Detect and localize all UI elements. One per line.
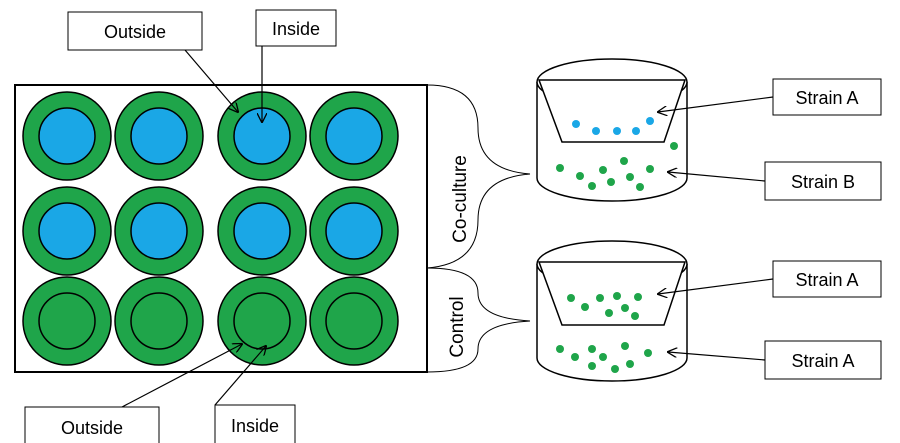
- strain-b-box: [764, 161, 882, 201]
- strain-a-label-2: Strain A: [795, 270, 858, 290]
- well-inner-circle: [38, 107, 96, 165]
- outside-top-label: Outside: [104, 22, 166, 42]
- well-inner-circle: [130, 107, 188, 165]
- strain-b-arrow: [668, 172, 766, 182]
- strain-a-arrow-3: [668, 352, 766, 361]
- inner-strain-a-dots: [567, 292, 642, 320]
- outside-bottom-label: Outside: [61, 418, 123, 438]
- coculture-vessel: [536, 58, 688, 202]
- well-inner-circle: [38, 202, 96, 260]
- well-inner-circle: [325, 292, 383, 350]
- outer-strain-b-dots: [556, 142, 678, 191]
- outside-top-box: [67, 11, 203, 51]
- well-inner-circle: [233, 202, 291, 260]
- coculture-bracket: [426, 84, 531, 269]
- outside-bottom-arrow: [121, 344, 242, 408]
- inside-bottom-box: [214, 404, 296, 443]
- well-inner-circle: [233, 292, 291, 350]
- strain-a-arrow-1: [658, 96, 774, 112]
- control-label: Control: [447, 296, 468, 357]
- control-vessel: [536, 240, 688, 382]
- well-inner-circle: [325, 107, 383, 165]
- outside-top-arrow: [184, 49, 238, 112]
- outer-strain-a-dots: [556, 342, 652, 373]
- coculture-label: Co-culture: [450, 155, 471, 243]
- outside-bottom-box: [24, 406, 160, 443]
- insert-basket: [537, 261, 687, 326]
- inside-bottom-arrow: [214, 346, 266, 406]
- strain-a-arrow-2: [658, 278, 774, 294]
- inside-top-label: Inside: [272, 19, 320, 39]
- inside-top-box: [255, 9, 337, 47]
- well-inner-circle: [325, 202, 383, 260]
- strain-a-box-3: [764, 340, 882, 380]
- well-inner-circle: [130, 202, 188, 260]
- strain-a-box-1: [772, 78, 882, 116]
- inner-strain-a-dots: [572, 117, 654, 135]
- well-inner-circle: [38, 292, 96, 350]
- strain-b-label: Strain B: [791, 172, 855, 192]
- strain-a-label-1: Strain A: [795, 88, 858, 108]
- strain-a-label-3: Strain A: [791, 351, 854, 371]
- well-inner-circle: [130, 292, 188, 350]
- inside-bottom-label: Inside: [231, 416, 279, 436]
- control-bracket: [426, 267, 531, 373]
- wells-grid: [22, 91, 399, 366]
